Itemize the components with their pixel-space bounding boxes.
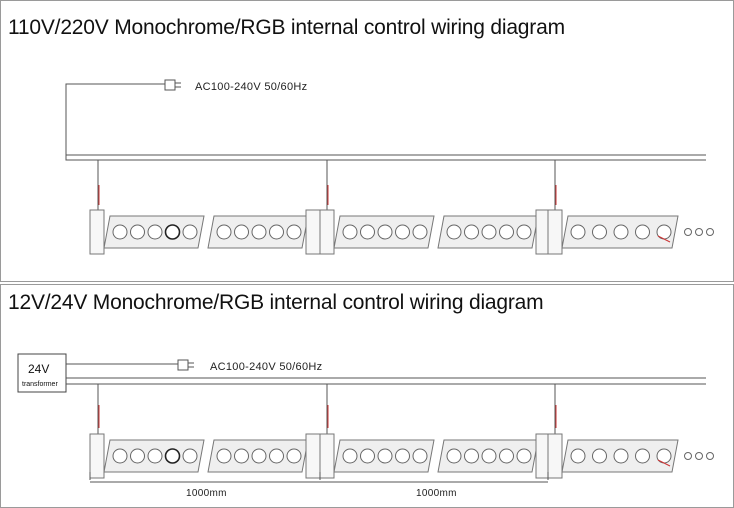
transformer-sublabel: transformer xyxy=(22,381,58,388)
led-lens xyxy=(251,224,267,240)
led-lens xyxy=(216,448,232,464)
led-lens xyxy=(216,224,232,240)
fixture-connector xyxy=(547,209,563,255)
led-lens xyxy=(516,448,532,464)
led-lens xyxy=(570,448,586,464)
led-lens xyxy=(464,448,479,464)
led-lens xyxy=(269,224,284,240)
led-lens xyxy=(499,224,514,240)
top-red-wire-accents xyxy=(98,185,557,205)
top-diagram-title: 110V/220V Monochrome/RGB internal contro… xyxy=(8,16,565,39)
fixture-connector xyxy=(547,433,563,479)
led-lens xyxy=(377,224,393,240)
led-lens xyxy=(112,448,128,464)
led-lens xyxy=(446,448,462,464)
led-lens xyxy=(360,224,375,240)
led-lens xyxy=(446,224,462,240)
led-lens xyxy=(592,448,607,464)
top-power-plug-icon xyxy=(164,79,181,91)
spacing-label-1: 1000mm xyxy=(186,488,227,499)
led-lens xyxy=(286,224,302,240)
led-lens xyxy=(360,448,375,464)
led-lens xyxy=(130,224,145,240)
led-lens xyxy=(342,448,358,464)
led-lens xyxy=(481,224,497,240)
led-lens xyxy=(164,448,181,464)
bottom-power-label: AC100-240V 50/60Hz xyxy=(210,361,322,373)
led-lens xyxy=(635,448,650,464)
led-lens xyxy=(412,224,428,240)
led-lens xyxy=(251,448,267,464)
led-lens xyxy=(499,448,514,464)
transformer-box: 24V transformer xyxy=(17,353,67,393)
red-accent-mark xyxy=(657,459,671,467)
led-lens xyxy=(182,224,198,240)
fixture-connector xyxy=(319,433,335,479)
led-lens xyxy=(464,224,479,240)
led-lens xyxy=(395,224,410,240)
fixture-end-cap xyxy=(305,433,321,479)
bottom-red-wire-accents xyxy=(98,405,557,428)
fixture-end-cap xyxy=(305,209,321,255)
led-lens xyxy=(342,224,358,240)
led-lens xyxy=(412,448,428,464)
led-lens xyxy=(635,224,650,240)
led-lens xyxy=(182,448,198,464)
red-accent-mark xyxy=(657,235,671,243)
led-lens xyxy=(112,224,128,240)
spacing-label-2: 1000mm xyxy=(416,488,457,499)
bottom-diagram-title: 12V/24V Monochrome/RGB internal control … xyxy=(8,291,544,314)
top-fixture-row xyxy=(89,209,679,255)
led-lens xyxy=(164,224,181,240)
fixture-connector xyxy=(319,209,335,255)
led-lens xyxy=(130,448,145,464)
fixture-connector xyxy=(89,433,105,479)
led-lens xyxy=(234,448,249,464)
top-power-label: AC100-240V 50/60Hz xyxy=(195,81,307,93)
led-lens xyxy=(613,224,629,240)
led-lens xyxy=(269,448,284,464)
bottom-continuation-dots xyxy=(684,452,714,460)
led-lens xyxy=(286,448,302,464)
top-continuation-dots xyxy=(684,228,714,236)
led-lens xyxy=(592,224,607,240)
led-lens xyxy=(613,448,629,464)
fixture-connector xyxy=(89,209,105,255)
top-main-wiring xyxy=(65,83,706,212)
bottom-power-plug-icon xyxy=(177,359,194,371)
transformer-label: 24V xyxy=(28,362,49,376)
led-lens xyxy=(395,448,410,464)
dimension-lines xyxy=(89,472,549,483)
bottom-main-wiring xyxy=(66,363,706,434)
led-lens xyxy=(234,224,249,240)
led-lens xyxy=(481,448,497,464)
led-lens xyxy=(570,224,586,240)
led-lens xyxy=(516,224,532,240)
led-lens xyxy=(147,448,163,464)
bottom-fixture-row xyxy=(89,433,679,479)
led-lens xyxy=(147,224,163,240)
led-lens xyxy=(377,448,393,464)
